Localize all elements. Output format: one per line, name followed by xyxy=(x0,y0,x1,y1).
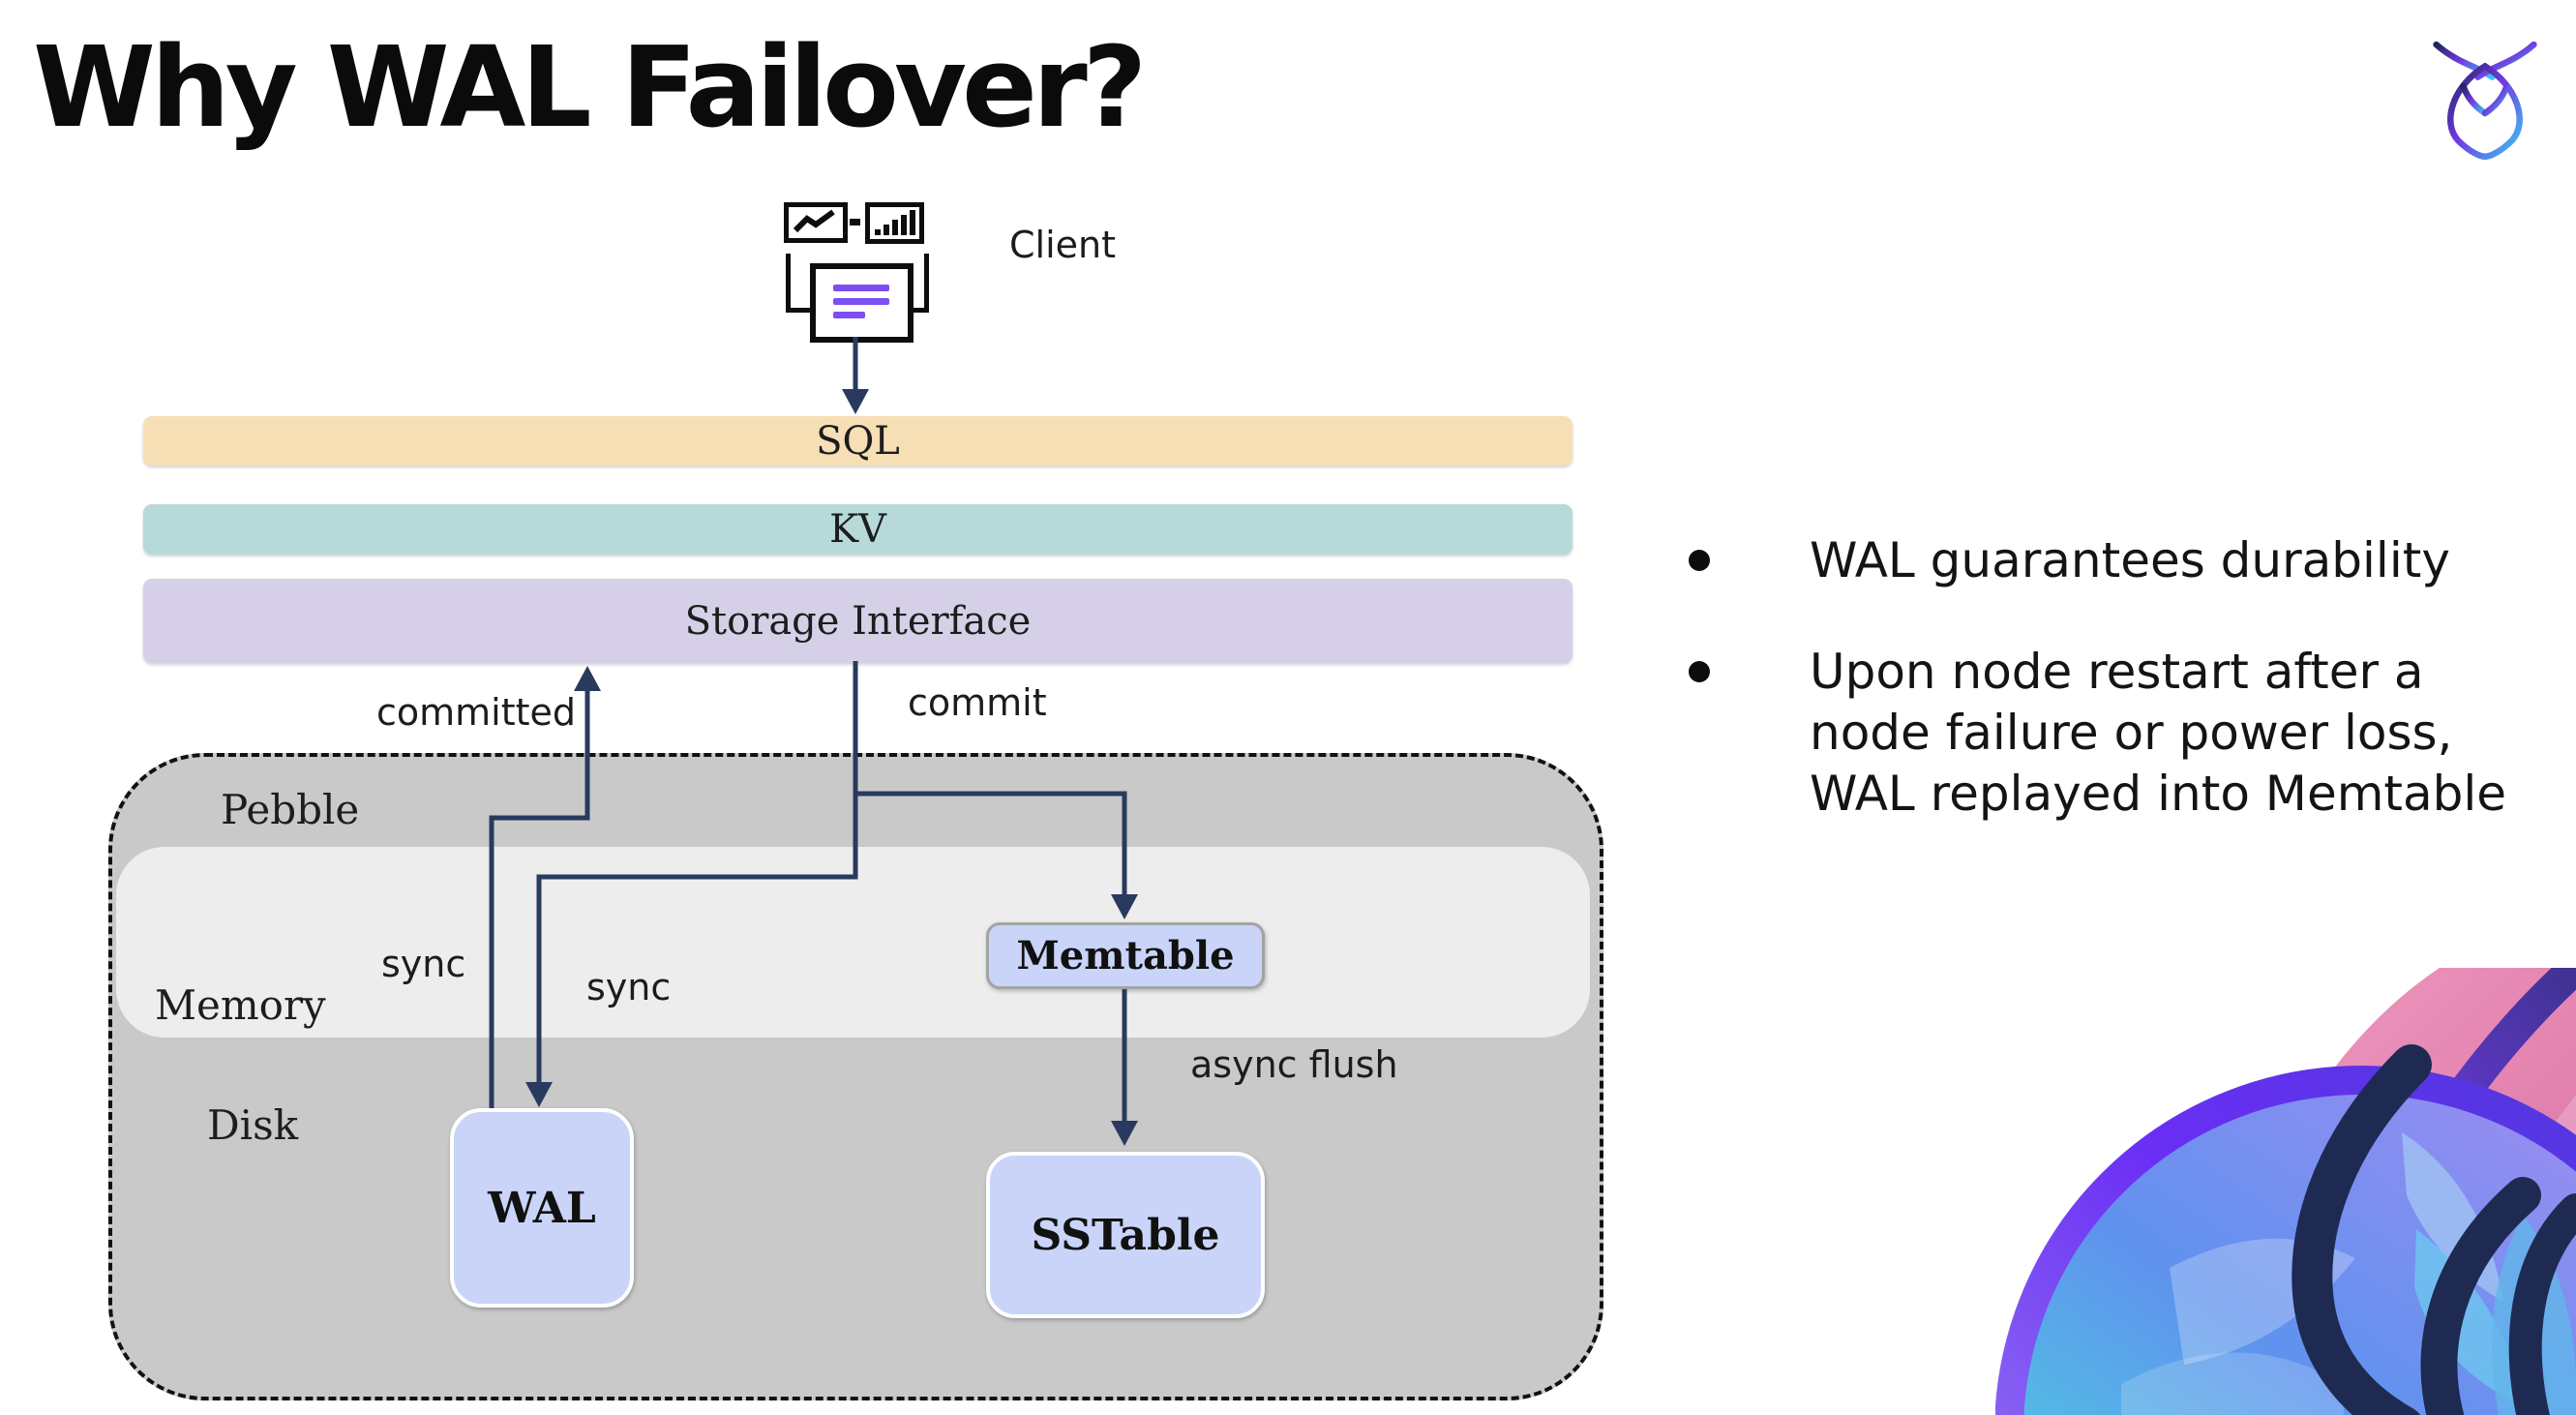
list-item: Upon node restart after a node failure o… xyxy=(1681,642,2571,825)
storage-interface-layer-bar: Storage Interface xyxy=(143,579,1573,663)
kv-layer-bar: KV xyxy=(143,504,1573,555)
client-label: Client xyxy=(1009,224,1117,266)
list-item: WAL guarantees durability xyxy=(1681,530,2571,591)
document-screen-icon xyxy=(810,263,914,343)
sql-layer-label: SQL xyxy=(816,418,900,464)
disk-label: Disk xyxy=(207,1101,299,1149)
committed-edge-label: committed xyxy=(375,691,576,734)
sstable-label: SSTable xyxy=(1031,1210,1220,1260)
arrowhead-client-sql xyxy=(842,389,869,414)
memory-region xyxy=(116,847,1590,1038)
pebble-label: Pebble xyxy=(221,786,360,833)
kv-layer-label: KV xyxy=(829,507,886,552)
wal-label: WAL xyxy=(488,1183,596,1233)
sql-layer-bar: SQL xyxy=(143,416,1573,466)
right-bracket-icon xyxy=(904,254,929,313)
bullet-dot xyxy=(1689,550,1710,571)
sstable-node: SSTable xyxy=(986,1152,1265,1318)
sync-edge-label-2: sync xyxy=(586,966,672,1009)
memtable-node: Memtable xyxy=(986,922,1265,989)
bullet-dot xyxy=(1689,661,1710,682)
sync-edge-label-1: sync xyxy=(381,943,466,985)
cockroachdb-logo-icon xyxy=(2433,41,2537,161)
bullet-text: Upon node restart after a node failure o… xyxy=(1810,644,2507,822)
wal-node: WAL xyxy=(450,1108,634,1308)
storage-interface-label: Storage Interface xyxy=(684,598,1032,644)
left-bracket-icon xyxy=(786,254,811,313)
brand-artwork xyxy=(1995,968,2576,1415)
memtable-label: Memtable xyxy=(1016,933,1235,978)
arrowhead-committed xyxy=(574,666,601,691)
bullet-text: WAL guarantees durability xyxy=(1810,532,2450,588)
bar-chart-monitor-icon xyxy=(865,202,924,244)
commit-edge-label: commit xyxy=(908,681,1047,724)
bullet-list: WAL guarantees durability Upon node rest… xyxy=(1681,530,2571,875)
memory-label: Memory xyxy=(155,981,326,1029)
dash-connector xyxy=(850,219,860,226)
line-chart-monitor-icon xyxy=(784,202,848,243)
page-title: Why WAL Failover? xyxy=(33,23,1147,153)
async-flush-edge-label: async flush xyxy=(1190,1043,1398,1086)
client-icon xyxy=(779,198,934,343)
